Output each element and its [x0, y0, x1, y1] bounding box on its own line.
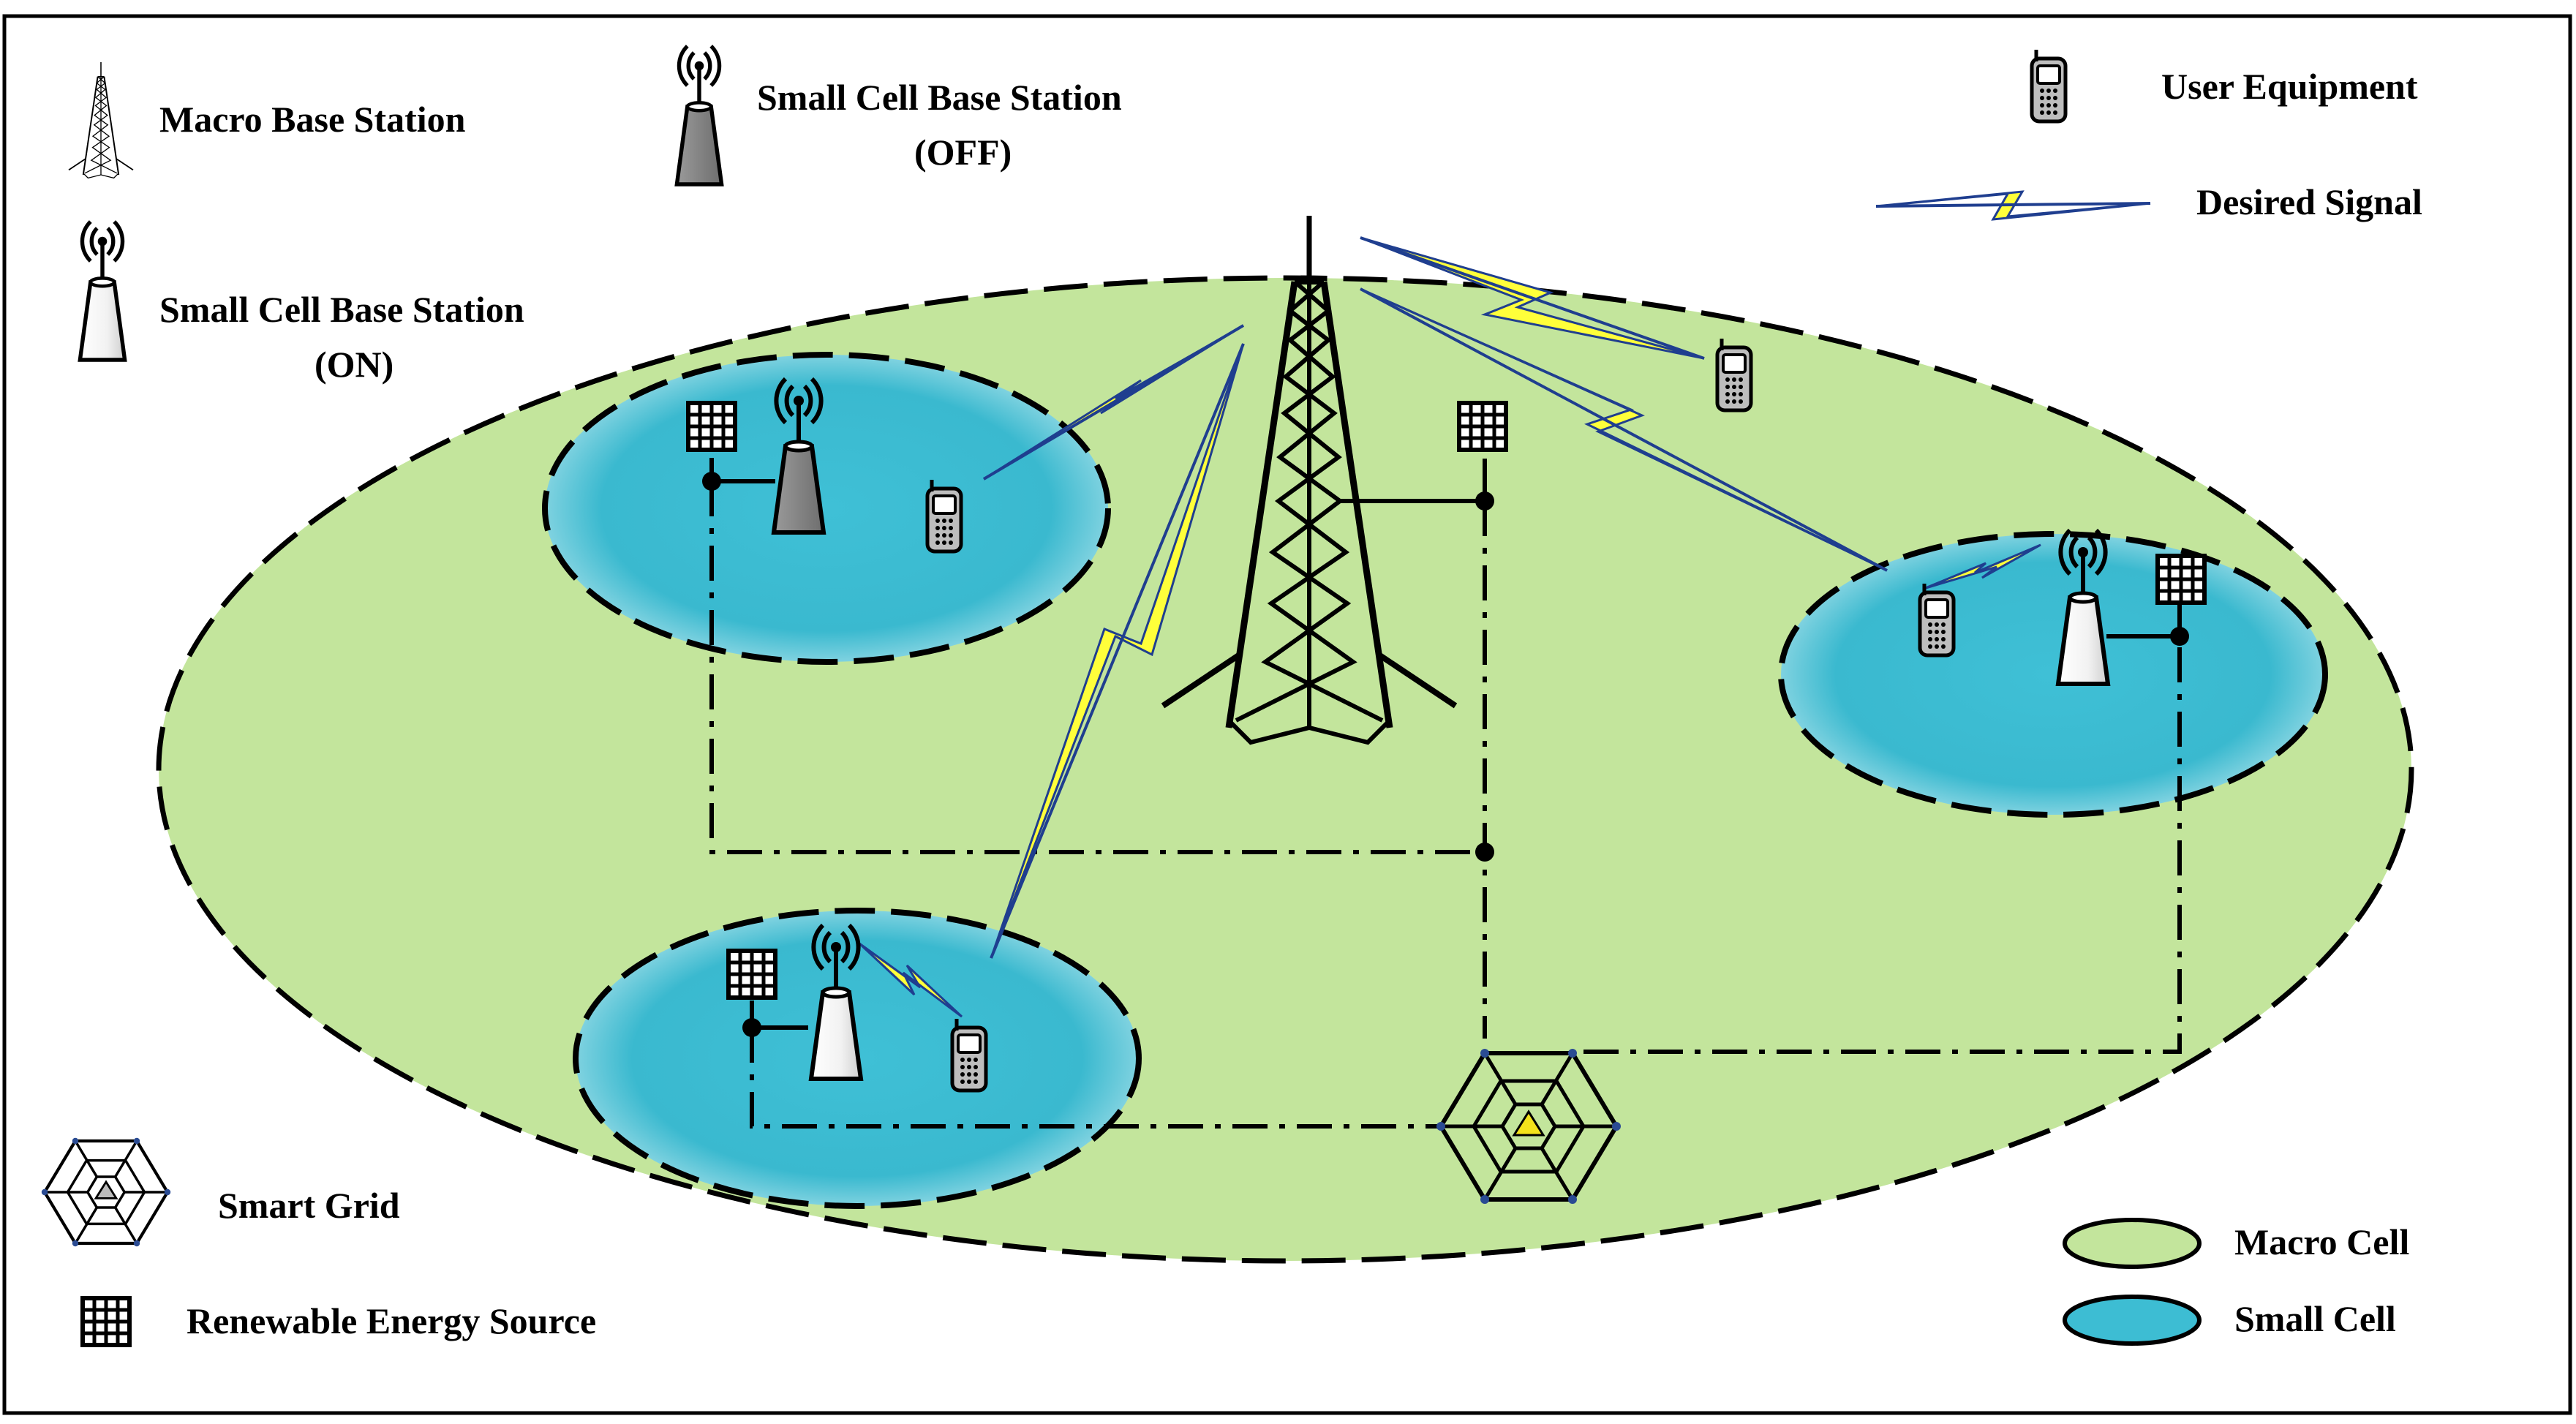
legend-tower-icon [68, 61, 134, 179]
solar-panel-top-left [688, 403, 735, 450]
small-cell-top-left [542, 352, 1111, 665]
legend-smart-grid-label: Smart Grid [218, 1185, 400, 1226]
figure-border [2, 14, 2572, 1415]
ue-top-right [1717, 339, 1751, 410]
legend-small-on-label-2: (ON) [315, 344, 393, 385]
signal-sc-bottom [858, 942, 963, 1018]
solar-panel-right [2158, 556, 2204, 603]
legend-signal-label: Desired Signal [2196, 181, 2422, 222]
ue-bottom [952, 1019, 986, 1090]
legend-macro-bs-label: Macro Base Station [159, 99, 466, 140]
legend-ue-icon [2032, 50, 2065, 121]
solar-panel-bottom-left [728, 951, 775, 998]
smart-grid [1436, 1049, 1621, 1204]
small-cell-right [1778, 531, 2328, 818]
legend-solar-icon [83, 1298, 129, 1345]
ue-right [1920, 584, 1954, 655]
legend-small-on-label-1: Small Cell Base Station [159, 289, 524, 330]
legend-macro-cell-label: Macro Cell [2234, 1221, 2409, 1262]
solar-panel-center [1459, 403, 1506, 450]
legend-small-cell-swatch [2063, 1295, 2202, 1346]
legend-smart-grid-icon [42, 1138, 170, 1246]
ue-top-left [927, 480, 961, 551]
legend-small-off-label-1: Small Cell Base Station [757, 77, 1122, 118]
legend-small-cell-off-icon [677, 46, 721, 184]
legend-renewable-label: Renewable Energy Source [187, 1300, 596, 1341]
legend-small-cell-on-icon [80, 222, 124, 360]
legend-ue-label: User Equipment [2161, 66, 2418, 107]
legend-macro-cell-swatch [2063, 1218, 2202, 1269]
legend-small-off-label-2: (OFF) [914, 132, 1012, 173]
legend-small-cell-label: Small Cell [2234, 1298, 2396, 1339]
